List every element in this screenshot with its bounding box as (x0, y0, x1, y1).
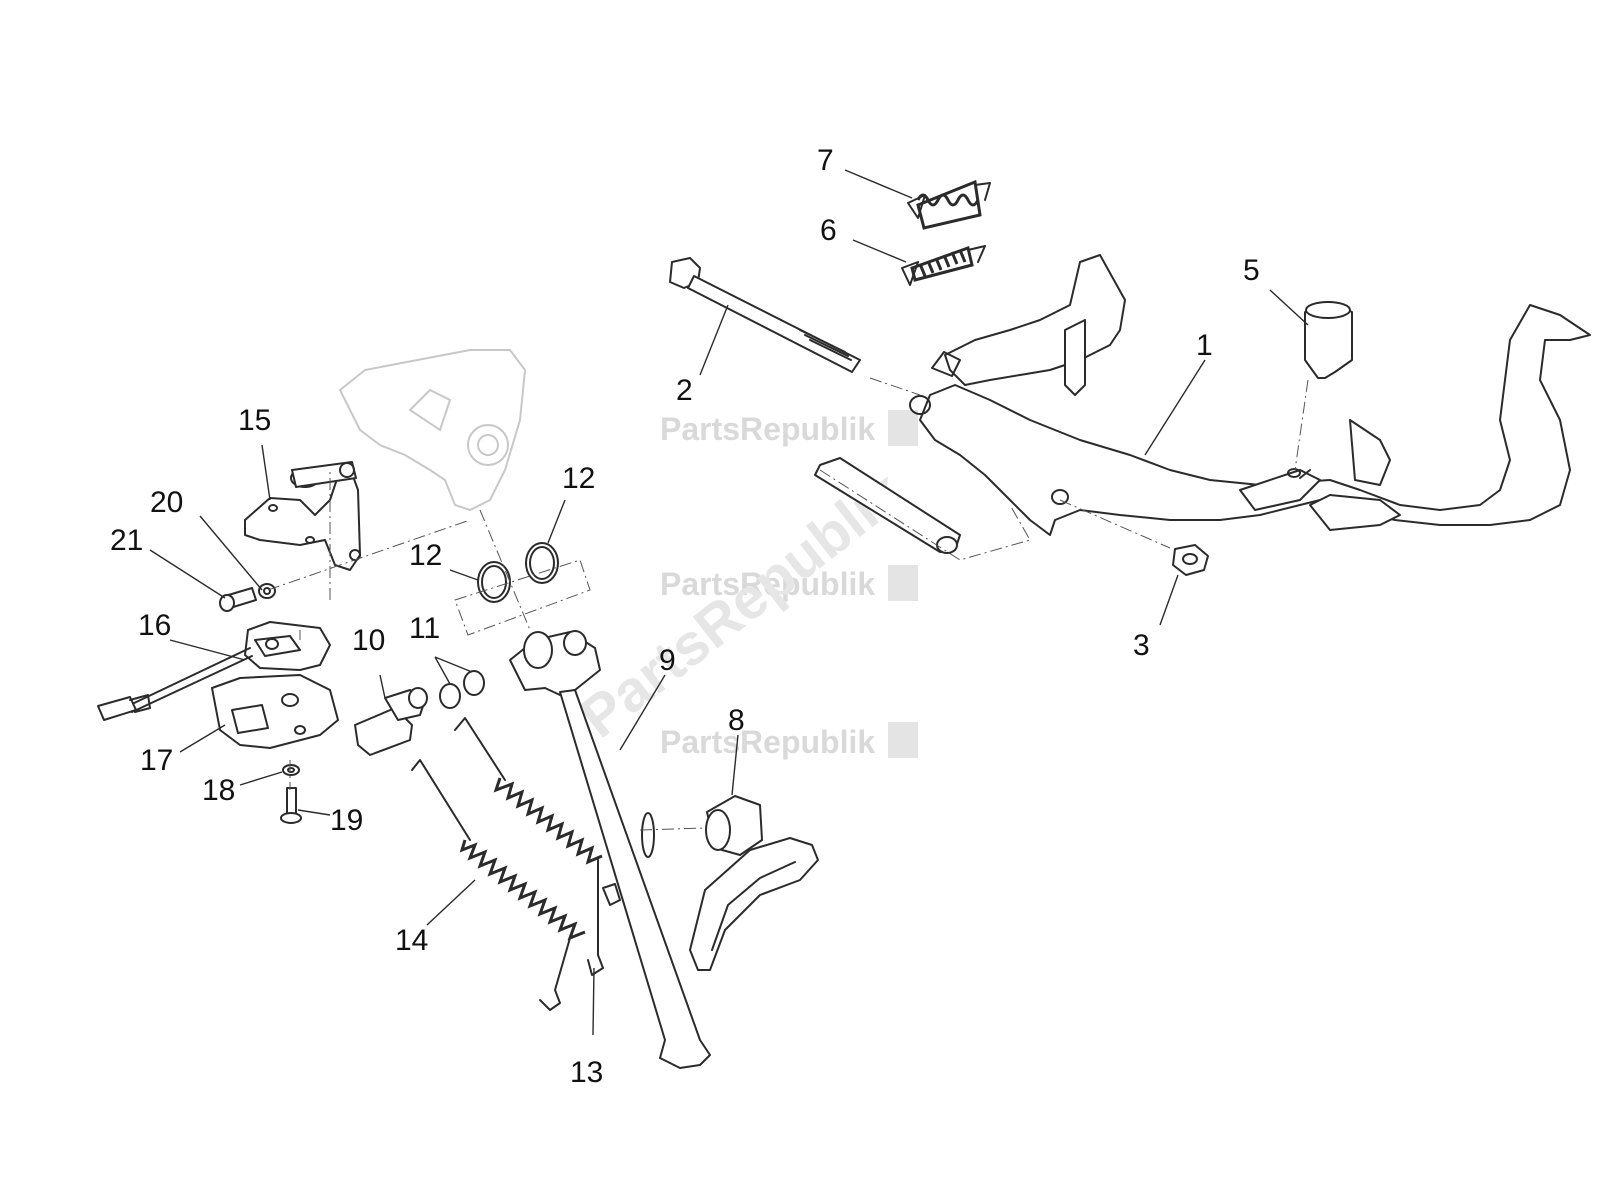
gear-icon (888, 410, 918, 446)
pin-tube (814, 457, 961, 554)
callout-numbers: 1 2 3 5 6 7 8 9 10 11 12 12 13 14 15 16 … (110, 144, 1260, 1089)
bumper-part-5 (1304, 301, 1353, 379)
callout-21: 21 (110, 524, 143, 557)
callout-9: 9 (659, 644, 676, 677)
watermark-3: PartsRepublik (660, 722, 918, 760)
watermark-2: PartsRepublik (660, 565, 918, 602)
assembly-lines (267, 377, 1309, 831)
callout-20: 20 (150, 486, 183, 519)
washer-part-18 (282, 764, 300, 776)
svg-text:PartsRepublik: PartsRepublik (660, 411, 875, 447)
oring-part-12b (525, 542, 559, 584)
oring-part-11b (463, 670, 485, 696)
callout-10: 10 (352, 624, 385, 657)
callout-7: 7 (817, 144, 834, 177)
callout-13: 13 (570, 1056, 603, 1089)
leader-lines (149, 169, 1309, 1036)
spring-part-13 (454, 717, 604, 976)
screw-part-21 (219, 587, 257, 612)
spring-part-7 (907, 179, 991, 230)
svg-text:PartsRepublik: PartsRepublik (660, 566, 875, 602)
screw-part-19 (280, 787, 302, 824)
oring-part-12a (477, 561, 511, 603)
svg-text:PartsRepublik: PartsRepublik (660, 724, 875, 760)
callout-6: 6 (820, 214, 837, 247)
spring-part-14 (411, 759, 586, 1011)
center-stand-part (909, 254, 1591, 536)
nut-part-3 (1172, 544, 1209, 576)
bolt-part-2 (669, 257, 861, 373)
gear-icon (888, 565, 918, 601)
washer-part-20 (258, 583, 276, 599)
callout-16: 16 (138, 609, 171, 642)
o-ring-group-box (454, 559, 591, 636)
callout-2: 2 (676, 374, 693, 407)
side-stand-part-9 (509, 630, 819, 1069)
callout-15: 15 (238, 404, 271, 437)
callout-18: 18 (202, 774, 235, 807)
pad-part-8 (705, 795, 763, 856)
callout-11: 11 (409, 612, 440, 645)
callout-14: 14 (395, 924, 428, 957)
callout-1: 1 (1196, 329, 1213, 362)
spring-part-6 (901, 245, 986, 286)
oring-part-11a (439, 683, 461, 709)
callout-8: 8 (728, 704, 745, 737)
bracket-part-15 (244, 461, 361, 571)
plunger-part-10 (354, 687, 428, 756)
callout-5: 5 (1243, 254, 1260, 287)
switch-part-16 (97, 621, 331, 721)
callout-12a: 12 (409, 539, 442, 572)
callout-17: 17 (140, 744, 173, 777)
gear-icon (888, 722, 918, 758)
watermark-1: PartsRepublik (660, 410, 918, 447)
callout-3: 3 (1133, 629, 1150, 662)
housing-part-17 (211, 674, 339, 749)
callout-19: 19 (330, 804, 363, 837)
frame-bracket-ghost (338, 349, 527, 512)
callout-12b: 12 (562, 462, 595, 495)
